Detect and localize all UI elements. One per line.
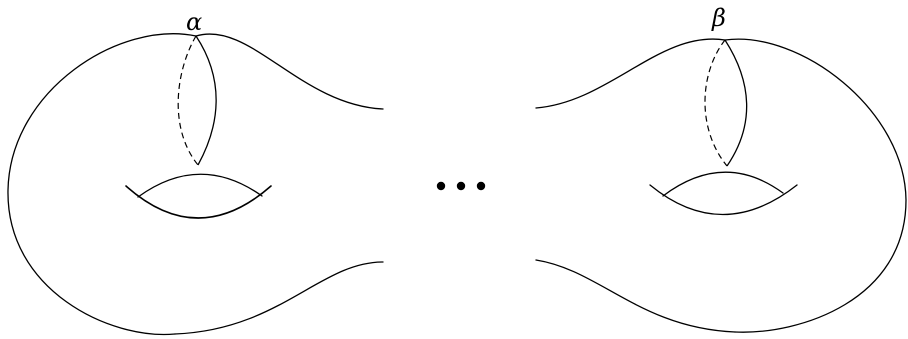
ellipsis-dot — [437, 182, 445, 190]
alpha-label: α — [186, 8, 202, 36]
alpha-curve-back — [178, 36, 198, 165]
left-outer-arc — [8, 34, 196, 335]
ellipsis-dot — [457, 182, 465, 190]
left-hole-upper-arc — [138, 174, 262, 197]
right-torus-handle — [536, 39, 906, 332]
right-hole-upper-arc — [663, 172, 783, 196]
right-outer-bottom-edge — [536, 260, 735, 332]
ellipsis-dot — [477, 182, 485, 190]
left-outer-bottom-edge — [175, 262, 383, 334]
left-outer-top-edge — [196, 34, 383, 109]
ellipsis — [437, 182, 485, 190]
beta-curve-back — [705, 40, 727, 166]
left-torus-handle — [8, 34, 383, 335]
alpha-curve-front — [196, 36, 216, 165]
right-outer-top-edge — [536, 39, 725, 108]
right-outer-arc — [725, 39, 906, 332]
beta-label: β — [711, 4, 726, 32]
beta-curve-front — [725, 40, 747, 166]
